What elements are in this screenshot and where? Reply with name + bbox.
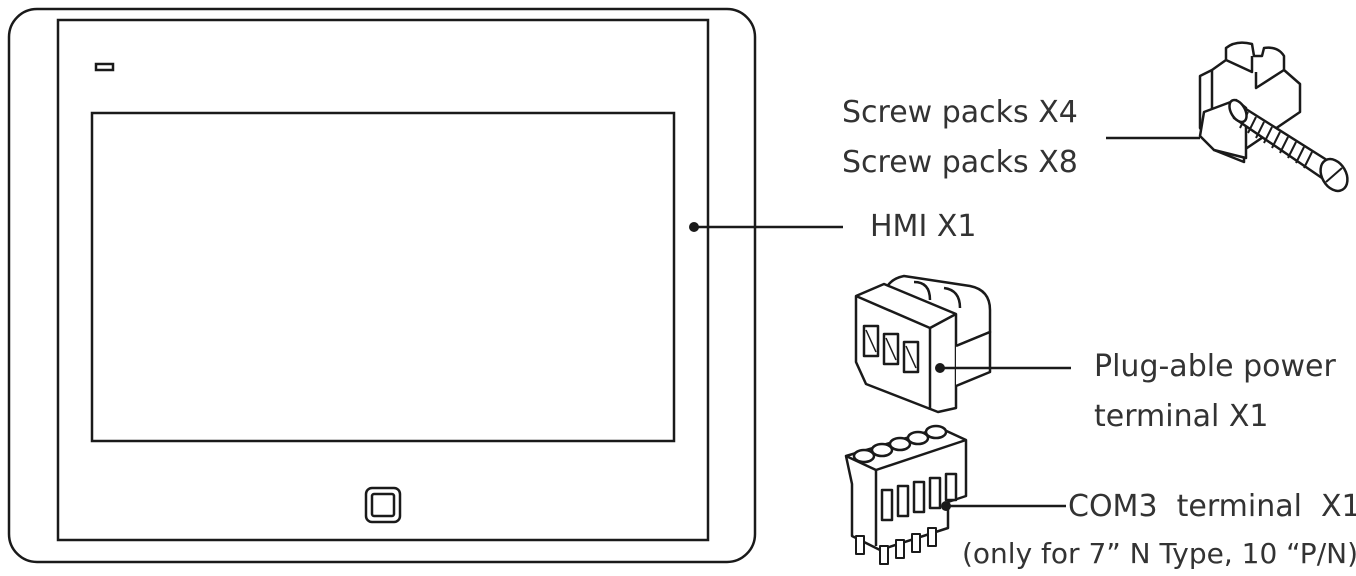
power-terminal-block-icon bbox=[854, 274, 992, 414]
power-terminal-leader-line bbox=[935, 363, 1071, 373]
power-terminal-label-line2: terminal X1 bbox=[1094, 399, 1269, 434]
screw-packs-x8-label: Screw packs X8 bbox=[842, 145, 1078, 180]
hmi-label: HMI X1 bbox=[870, 209, 977, 244]
screw-packs-x4-label: Screw packs X4 bbox=[842, 95, 1078, 130]
hmi-outer-bezel bbox=[7, 7, 757, 564]
power-terminal-label-line1: Plug-able power bbox=[1094, 349, 1336, 384]
screw-bracket-icon bbox=[1198, 41, 1349, 193]
hmi-panel-icon bbox=[7, 7, 757, 564]
hmi-screen bbox=[90, 111, 676, 443]
com3-leader-line bbox=[941, 501, 1066, 511]
hmi-front-frame bbox=[56, 18, 710, 542]
hmi-leader-line bbox=[689, 222, 843, 232]
hmi-status-led bbox=[94, 62, 115, 72]
com3-label-line1: COM3 terminal X1 bbox=[1068, 489, 1356, 524]
com3-label-line2: (only for 7” N Type, 10 “P/N) bbox=[962, 537, 1356, 570]
com3-terminal-block-icon bbox=[844, 424, 968, 565]
home-button-icon bbox=[364, 486, 402, 524]
